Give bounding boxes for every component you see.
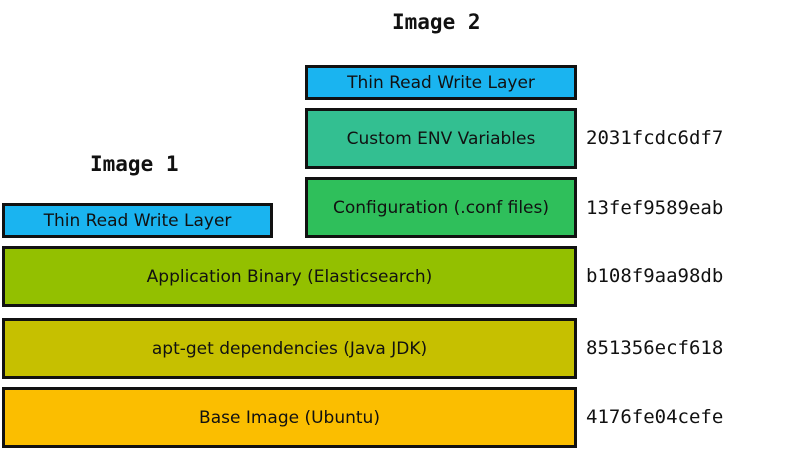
apt-get-dependencies-hash: 851356ecf618	[586, 337, 724, 359]
configuration-layer: Configuration (.conf files)	[305, 177, 577, 238]
base-image-hash: 4176fe04cefe	[586, 406, 724, 428]
application-binary-hash: b108f9aa98db	[586, 265, 724, 287]
image-2-heading: Image 2	[392, 10, 481, 34]
configuration-hash: 13fef9589eab	[586, 197, 724, 219]
image-2-thin-read-write-layer: Thin Read Write Layer	[305, 65, 577, 100]
image-1-heading: Image 1	[90, 152, 179, 176]
layer-label: Thin Read Write Layer	[347, 72, 535, 93]
layer-label: Application Binary (Elasticsearch)	[146, 266, 433, 287]
base-image-layer: Base Image (Ubuntu)	[2, 387, 577, 448]
layer-label: Configuration (.conf files)	[332, 197, 550, 218]
layer-label: apt-get dependencies (Java JDK)	[151, 338, 428, 359]
layer-label: Custom ENV Variables	[346, 128, 536, 149]
custom-env-hash: 2031fcdc6df7	[586, 127, 724, 149]
apt-get-dependencies-layer: apt-get dependencies (Java JDK)	[2, 318, 577, 379]
layer-label: Thin Read Write Layer	[43, 210, 232, 231]
layer-label: Base Image (Ubuntu)	[199, 407, 380, 428]
application-binary-layer: Application Binary (Elasticsearch)	[2, 246, 577, 307]
custom-env-variables-layer: Custom ENV Variables	[305, 108, 577, 169]
image-1-thin-read-write-layer: Thin Read Write Layer	[2, 203, 273, 238]
